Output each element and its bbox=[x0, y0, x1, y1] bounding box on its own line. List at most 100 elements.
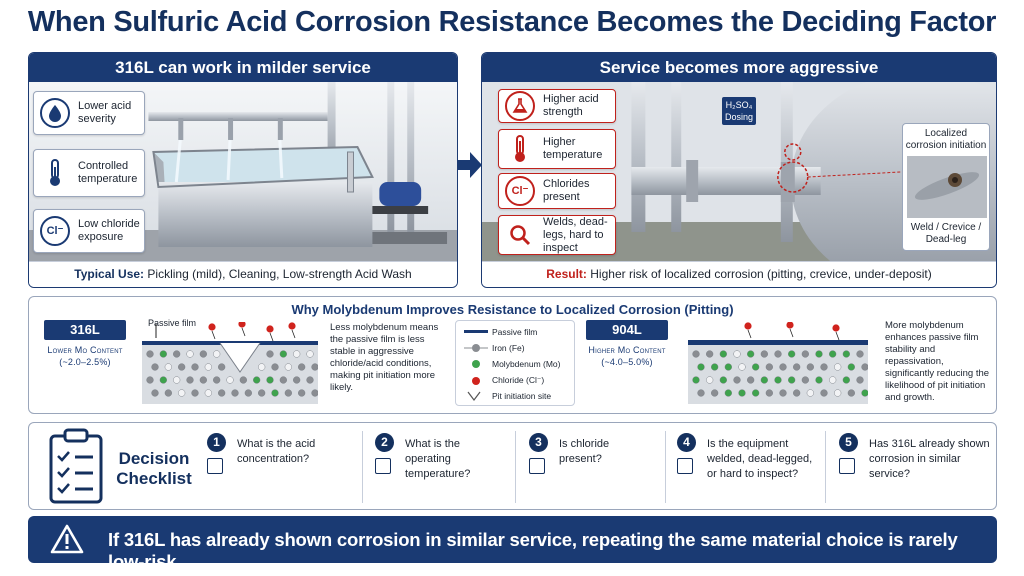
iron-atom bbox=[258, 363, 266, 371]
molybdenum-atom bbox=[253, 376, 261, 384]
iron-atom bbox=[706, 350, 714, 358]
iron-atom bbox=[186, 376, 194, 384]
question-number: 2 bbox=[375, 433, 394, 452]
iron-atom bbox=[186, 350, 194, 358]
localized-corrosion-callout: Localized corrosion initiation Weld / Cr… bbox=[902, 123, 990, 251]
dosing-formula: H₂SO₄ bbox=[725, 100, 753, 110]
checklist-label: Decision Checklist bbox=[116, 449, 192, 488]
banner-text: If 316L has already shown corrosion in s… bbox=[108, 529, 958, 572]
alloy-316l-badge: 316L bbox=[44, 320, 126, 340]
dosing-label: Dosing bbox=[724, 112, 753, 122]
chloride-ion bbox=[744, 322, 752, 330]
factor-low-chloride-exposure: Cl⁻ Low chloride exposure bbox=[33, 209, 145, 253]
checklist-checkbox-5[interactable] bbox=[839, 458, 855, 474]
chloride-arrow bbox=[789, 328, 794, 338]
divider bbox=[362, 431, 363, 503]
molybdenum-atom bbox=[842, 376, 850, 384]
metal-904l-diagram bbox=[688, 322, 868, 404]
iron-atom bbox=[306, 350, 314, 358]
molybdenum-atom bbox=[842, 350, 850, 358]
page-title: When Sulfuric Acid Corrosion Resistance … bbox=[27, 6, 997, 38]
iron-atom bbox=[271, 363, 279, 371]
iron-atom bbox=[733, 376, 741, 384]
iron-atom bbox=[218, 363, 226, 371]
iron-atom bbox=[293, 350, 301, 358]
chloride-icon: Cl⁻ bbox=[505, 176, 535, 206]
mild-service-heading: 316L can work in milder service bbox=[29, 53, 457, 82]
molybdenum-atom bbox=[788, 376, 796, 384]
iron-atom bbox=[173, 350, 181, 358]
mo-content-range: (~2.0–2.5%) bbox=[59, 357, 111, 367]
molybdenum-atom bbox=[719, 376, 727, 384]
metal-316l-diagram bbox=[142, 322, 318, 404]
question-number: 4 bbox=[677, 433, 696, 452]
checklist-checkbox-4[interactable] bbox=[677, 458, 693, 474]
divider bbox=[825, 431, 826, 503]
molybdenum-atom bbox=[724, 389, 732, 397]
iron-atom bbox=[856, 350, 864, 358]
iron-atom bbox=[793, 363, 801, 371]
iron-atom bbox=[298, 389, 306, 397]
question-text: Has 316L already shown corrosion in simi… bbox=[869, 438, 990, 480]
molybdenum-atom bbox=[738, 389, 746, 397]
legend-pit-site: Pit initiation site bbox=[464, 391, 551, 401]
iron-atom bbox=[213, 376, 221, 384]
mild-service-panel: 316L can work in milder service bbox=[28, 52, 458, 288]
iron-atom bbox=[733, 350, 741, 358]
chloride-arrow bbox=[269, 332, 274, 342]
iron-atom bbox=[213, 350, 221, 358]
factor-higher-temperature: Higher temperature bbox=[498, 129, 616, 169]
magnifier-icon bbox=[505, 220, 535, 250]
iron-atom bbox=[239, 376, 247, 384]
factor-label: Controlled temperature bbox=[78, 160, 138, 185]
iron-atom bbox=[151, 389, 159, 397]
iron-atom bbox=[774, 350, 782, 358]
molybdenum-atom bbox=[159, 350, 167, 358]
molybdenum-atom bbox=[692, 376, 700, 384]
legend-molybdenum: Molybdenum (Mo) bbox=[464, 359, 561, 369]
legend-label: Chloride (Cl⁻) bbox=[492, 375, 545, 385]
iron-atom bbox=[760, 350, 768, 358]
factor-higher-acid-strength: Higher acid strength bbox=[498, 89, 616, 123]
result-text: Higher risk of localized corrosion (pitt… bbox=[590, 267, 932, 281]
dosing-tag: H₂SO₄ Dosing bbox=[722, 97, 756, 125]
iron-atom bbox=[779, 389, 787, 397]
iron-atom bbox=[204, 389, 212, 397]
mo-content-label: Higher Mo Content bbox=[588, 345, 666, 355]
typical-use-text: Pickling (mild), Cleaning, Low-strength … bbox=[147, 267, 412, 281]
aggressive-service-panel: Service becomes more aggressive H₂SO₄ Do… bbox=[481, 52, 997, 288]
iron-atom bbox=[164, 389, 172, 397]
chloride-ion bbox=[238, 322, 246, 328]
iron-atom bbox=[178, 363, 186, 371]
factor-lower-acid-severity: Lower acid severity bbox=[33, 91, 145, 135]
result-footer: Result: Higher risk of localized corrosi… bbox=[482, 261, 996, 287]
iron-atom bbox=[738, 363, 746, 371]
iron-atom bbox=[820, 363, 828, 371]
question-text: What is the acid concentration? bbox=[237, 438, 316, 465]
checklist-checkbox-3[interactable] bbox=[529, 458, 545, 474]
higher-mo-content: Higher Mo Content (~4.0–5.0%) bbox=[578, 344, 676, 368]
factor-label: Higher temperature bbox=[543, 136, 603, 161]
molybdenum-atom bbox=[774, 376, 782, 384]
iron-atom bbox=[856, 376, 864, 384]
iron-atom bbox=[847, 389, 855, 397]
iron-atom bbox=[711, 389, 719, 397]
thermometer-icon bbox=[40, 158, 70, 188]
iron-atom bbox=[311, 389, 318, 397]
molybdenum-atom bbox=[747, 350, 755, 358]
iron-atom bbox=[311, 363, 318, 371]
iron-atom bbox=[191, 363, 199, 371]
iron-atom bbox=[747, 376, 755, 384]
typical-use-label: Typical Use: bbox=[74, 267, 145, 281]
legend-passive-film: Passive film bbox=[464, 327, 537, 337]
flask-icon bbox=[505, 91, 535, 121]
molybdenum-atom bbox=[815, 376, 823, 384]
checklist-checkbox-2[interactable] bbox=[375, 458, 391, 474]
factor-label: Welds, dead-legs, hard to inspect bbox=[543, 215, 608, 254]
iron-atom bbox=[284, 363, 292, 371]
checklist-checkbox-1[interactable] bbox=[207, 458, 223, 474]
chloride-arrow bbox=[211, 330, 216, 340]
warning-icon bbox=[50, 524, 84, 554]
iron-atom bbox=[266, 350, 274, 358]
thermometer-icon bbox=[505, 134, 535, 164]
